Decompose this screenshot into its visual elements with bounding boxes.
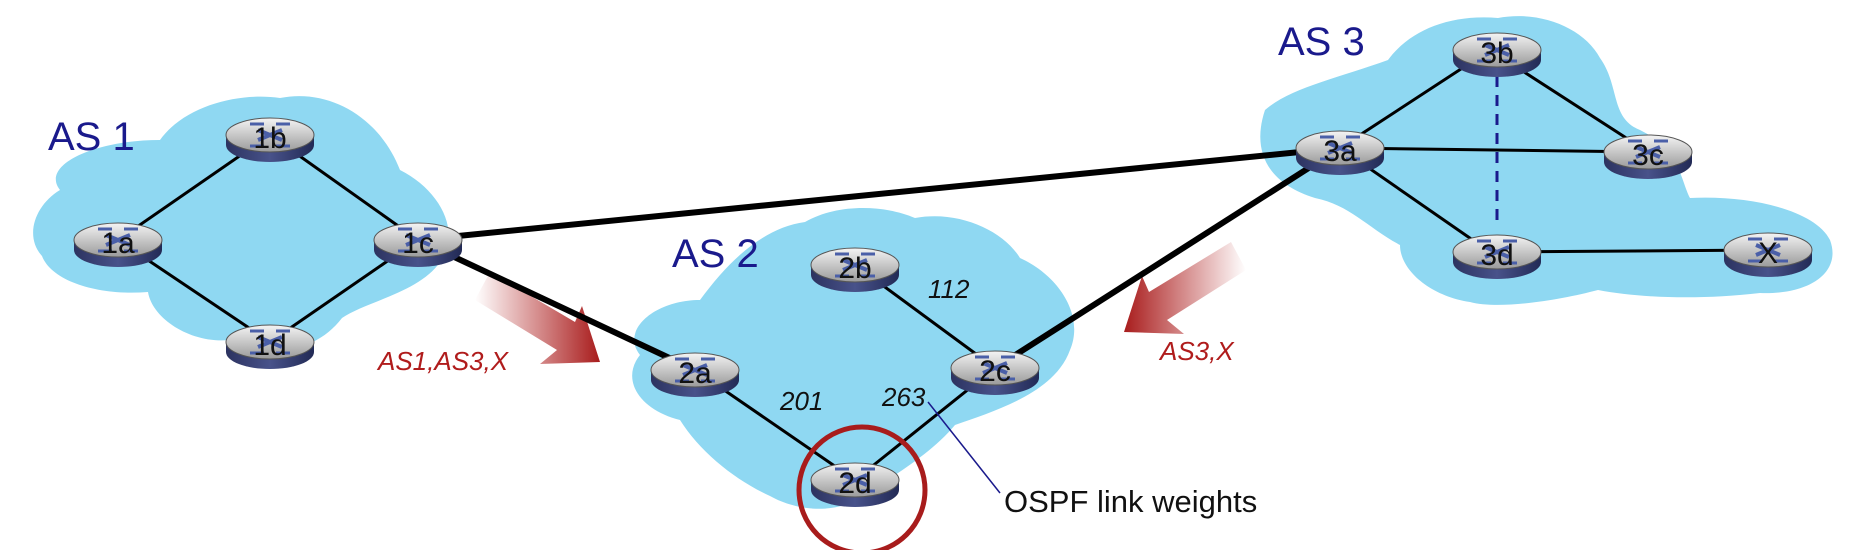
router-1b: 1b <box>224 116 316 164</box>
as3-label: AS 3 <box>1278 20 1365 64</box>
inter-as-links <box>416 145 1342 373</box>
router-2b: 2b <box>809 246 901 294</box>
router-3d-label: 3d <box>1480 239 1513 272</box>
router-1a-label: 1a <box>101 227 135 260</box>
router-1c-label: 1c <box>402 227 434 260</box>
router-3d: 3d <box>1451 233 1543 281</box>
router-2a: 2a <box>649 351 741 399</box>
advert-arrow-as1 <box>475 272 600 364</box>
as3-cloud <box>1260 16 1833 305</box>
router-3a: 3a <box>1294 129 1386 177</box>
router-3c: 3c <box>1602 133 1694 181</box>
highlight-circle-2d <box>796 424 928 550</box>
router-3c-label: 3c <box>1632 139 1664 172</box>
annotation-pointer <box>927 401 1001 494</box>
router-2c-label: 2c <box>979 355 1011 388</box>
router-1a: 1a <box>72 221 164 269</box>
as2-cloud <box>632 207 1075 509</box>
as1-label: AS 1 <box>48 115 135 159</box>
link-weight-2a-2d: 201 <box>779 386 823 416</box>
advert-label-as3: AS3,X <box>1158 336 1235 366</box>
router-2b-label: 2b <box>838 252 871 285</box>
router-1b-label: 1b <box>253 122 286 155</box>
router-3b-label: 3b <box>1480 37 1513 70</box>
router-1c: 1c <box>372 221 464 269</box>
as2-label: AS 2 <box>672 232 759 276</box>
router-2d-label: 2d <box>838 467 871 500</box>
link-weight-2b-2c: 112 <box>928 274 970 304</box>
ospf-weights-annotation: OSPF link weights <box>1004 484 1257 519</box>
link-weight-2c-2d: 263 <box>881 382 926 412</box>
router-1d-label: 1d <box>253 329 286 362</box>
router-x-label: X <box>1758 237 1778 270</box>
router-2d: 2d <box>809 461 901 509</box>
advert-arrow-as3 <box>1124 242 1246 334</box>
router-2a-label: 2a <box>678 357 712 390</box>
router-x: X <box>1722 231 1814 279</box>
router-1d: 1d <box>224 323 316 371</box>
as1-cloud <box>33 96 449 352</box>
router-3b: 3b <box>1451 31 1543 79</box>
advert-label-as1: AS1,AS3,X <box>376 346 510 376</box>
router-3a-label: 3a <box>1323 135 1357 168</box>
router-2c: 2c <box>949 349 1041 397</box>
